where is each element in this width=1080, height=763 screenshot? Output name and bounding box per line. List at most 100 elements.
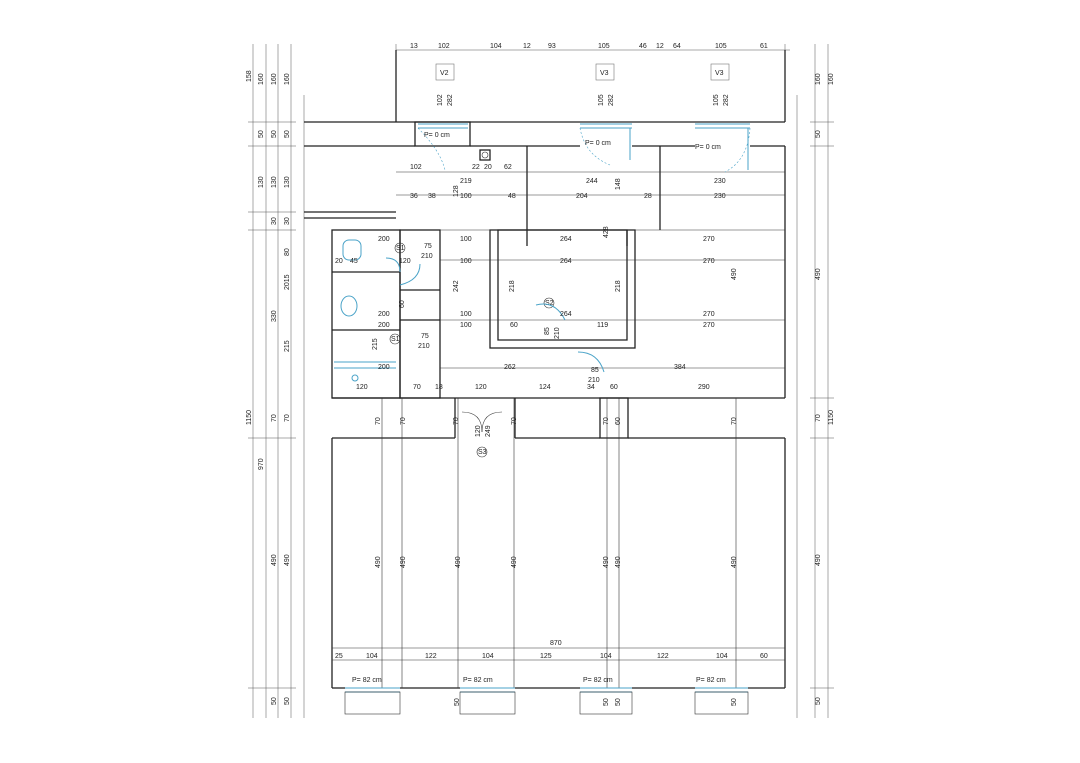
outer-walls (304, 50, 786, 398)
window-size: 105 (598, 94, 605, 106)
dim-right: 1150 (828, 410, 835, 425)
bathroom-fixtures (334, 239, 421, 382)
shower-icon (351, 374, 359, 382)
dim-label: 242 (453, 280, 460, 292)
right-dimension-labels: 160 160 50 490 1150 70 490 50 (815, 73, 835, 705)
window-size: 282 (447, 94, 454, 106)
dim-label: 490 (603, 556, 610, 568)
dim-label: 120 (475, 384, 487, 391)
door-tag: S1 (391, 336, 400, 343)
dim-label: 36 (410, 193, 418, 200)
top-dimension-chain: 13 102 104 12 93 105 46 12 64 105 61 (395, 43, 790, 122)
door-size: 210 (421, 253, 433, 260)
dim-label: 490 (615, 556, 622, 568)
door-size: 210 (554, 327, 561, 339)
dim-label: 490 (731, 268, 738, 280)
dim-label: 38 (428, 193, 436, 200)
dim-label: 22 (472, 164, 480, 171)
dim-top: 12 (523, 43, 531, 50)
dim-label: 490 (375, 556, 382, 568)
dim-label: 60 (610, 384, 618, 391)
dim-label: 100 (460, 258, 472, 265)
dim-left: 30 (271, 217, 278, 225)
bottom-dimension-chain: 25 104 122 104 125 104 122 104 60 (335, 653, 768, 660)
dim-left: 130 (271, 176, 278, 188)
dim-bottom: 122 (657, 653, 669, 660)
interior-walls (331, 171, 785, 439)
dim-left: 130 (284, 176, 291, 188)
dim-left: 50 (258, 130, 265, 138)
dim-left: 50 (284, 130, 291, 138)
window-size: 105 (713, 94, 720, 106)
dim-top: 102 (438, 43, 450, 50)
dim-bottom: 104 (600, 653, 612, 660)
sill-label: P= 82 cm (696, 677, 726, 684)
door-size: 210 (588, 377, 600, 384)
total-width: 870 (550, 640, 562, 647)
door-tag: S2 (545, 300, 554, 307)
dim-right: 490 (815, 268, 822, 280)
dim-label: 230 (714, 193, 726, 200)
door-size: 75 (421, 333, 429, 340)
dim-label: 120 (399, 258, 411, 265)
dim-label: 70 (453, 417, 460, 425)
dim-left: 130 (258, 176, 265, 188)
dim-label: 264 (560, 311, 572, 318)
dim-label: 50 (731, 698, 738, 706)
dim-top: 105 (715, 43, 727, 50)
dim-label: 102 (410, 164, 422, 171)
dim-left: 160 (284, 73, 291, 85)
dim-left: 330 (271, 310, 278, 322)
dim-left: 50 (271, 697, 278, 705)
dim-bottom: 60 (760, 653, 768, 660)
dim-label: 100 (460, 236, 472, 243)
dim-left: 970 (258, 458, 265, 470)
dim-label: 50 (615, 698, 622, 706)
dim-label: 148 (615, 178, 622, 190)
dim-bottom: 125 (540, 653, 552, 660)
dim-right: 50 (815, 697, 822, 705)
left-dimension-labels: 158 160 160 160 50 50 50 130 130 130 30 … (246, 70, 291, 705)
dim-top: 93 (548, 43, 556, 50)
dim-label: 100 (460, 193, 472, 200)
dim-bottom: 104 (366, 653, 378, 660)
top-sill-labels: P= 0 cm P= 0 cm P= 0 cm (424, 132, 721, 151)
dim-label: 490 (511, 556, 518, 568)
dim-label: 124 (539, 384, 551, 391)
dim-label: 200 (378, 322, 390, 329)
dim-bottom: 122 (425, 653, 437, 660)
dim-label: 384 (674, 364, 686, 371)
dim-right: 50 (815, 130, 822, 138)
window-tag: V3 (600, 70, 609, 77)
left-dimension-lines (248, 44, 305, 718)
door-size: 75 (424, 243, 432, 250)
dim-label: 62 (504, 164, 512, 171)
dim-left: 30 (284, 217, 291, 225)
dim-top: 12 (656, 43, 664, 50)
door-size: 85 (591, 367, 599, 374)
dim-label: 270 (703, 311, 715, 318)
dim-label: 70 (731, 417, 738, 425)
door-size: 249 (485, 425, 492, 437)
dim-label: 262 (504, 364, 516, 371)
dim-label: 428 (603, 226, 610, 238)
dim-label: 28 (644, 193, 652, 200)
window-tags-top: V2 102 282 V3 105 282 V3 105 282 (435, 63, 730, 106)
dim-label: 50 (454, 698, 461, 706)
dim-label: 18 (435, 384, 443, 391)
dim-left: 50 (271, 130, 278, 138)
sill-label: P= 82 cm (352, 677, 382, 684)
sill-label: P= 0 cm (695, 144, 721, 151)
door-size: 210 (418, 343, 430, 350)
dim-top: 104 (490, 43, 502, 50)
dim-right: 160 (815, 73, 822, 85)
window-size: 282 (608, 94, 615, 106)
dim-label: 200 (378, 364, 390, 371)
dim-label: 230 (714, 178, 726, 185)
dim-label: 100 (460, 311, 472, 318)
dim-label: 264 (560, 236, 572, 243)
dim-left: 1150 (246, 410, 253, 425)
right-dimension-lines (796, 44, 834, 718)
sill-label: P= 82 cm (583, 677, 613, 684)
